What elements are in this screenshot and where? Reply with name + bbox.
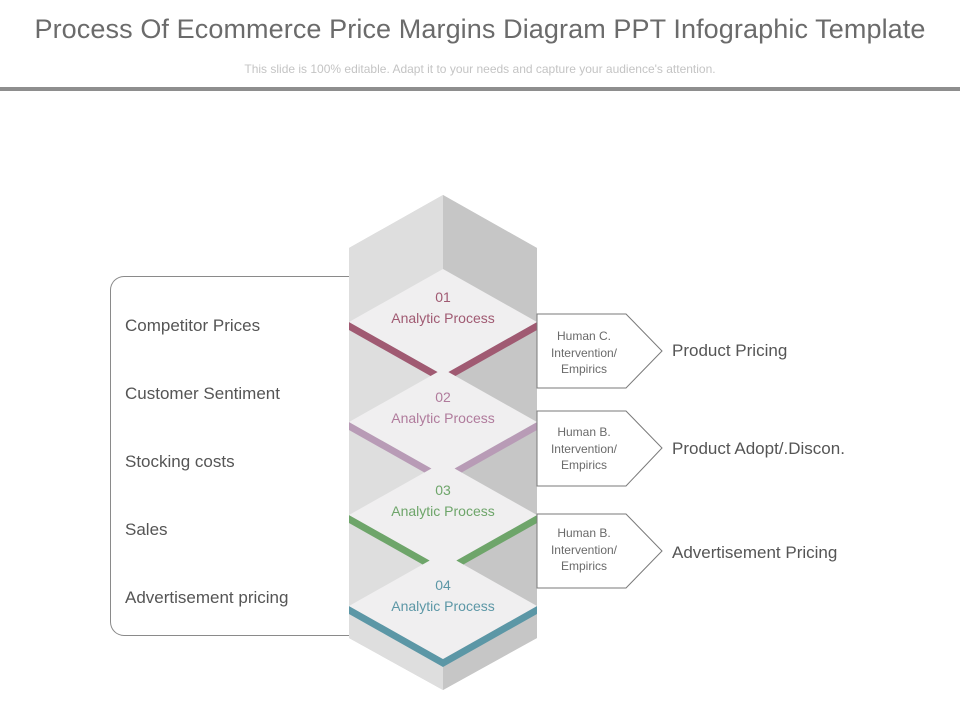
slide-title: Process Of Ecommerce Price Margins Diagr…: [34, 14, 926, 44]
arrow-2-line2: Intervention/: [550, 441, 618, 456]
step-01: 01 Analytic Process: [343, 287, 543, 329]
arrow-3-line1: Human B.: [557, 526, 611, 540]
step-01-number: 01: [435, 289, 451, 305]
result-advertisement-pricing: Advertisement Pricing: [672, 543, 838, 562]
step-01-label: Analytic Process: [391, 310, 495, 326]
factors-bracket: [110, 276, 410, 636]
factor-competitor-prices: Competitor Prices: [125, 316, 261, 335]
arrow-shape-3: [536, 513, 663, 589]
arrow-3-text: Human B. Intervention/ Empirics: [538, 525, 630, 575]
step-02-label: Analytic Process: [391, 410, 495, 426]
step-04-number: 04: [435, 577, 451, 593]
step-01-diamond: [349, 269, 537, 375]
result-product-adopt-discon: Product Adopt/.Discon.: [672, 439, 845, 458]
arrow-1-line2: Intervention/: [550, 345, 618, 360]
step-02-diamond: [349, 369, 537, 475]
arrow-1-line1: Human C.: [556, 329, 612, 343]
step-04-diamond: [349, 553, 537, 659]
arrow-2-text: Human B. Intervention/ Empirics: [538, 424, 630, 474]
factor-customer-sentiment: Customer Sentiment: [125, 384, 280, 403]
factor-stocking-costs: Stocking costs: [125, 452, 235, 471]
arrow-shape-2: [536, 410, 663, 487]
step-02: 02 Analytic Process: [343, 387, 543, 429]
result-product-pricing: Product Pricing: [672, 341, 788, 360]
step-04-label: Analytic Process: [391, 598, 495, 614]
step-02-number: 02: [435, 389, 451, 405]
arrow-2-line3: Empirics: [560, 458, 607, 472]
arrow-2-line1: Human B.: [557, 425, 611, 439]
arrow-3-line3: Empirics: [560, 559, 607, 573]
factor-sales: Sales: [125, 520, 168, 539]
step-04: 04 Analytic Process: [343, 575, 543, 617]
arrow-shape-1: [536, 313, 663, 389]
step-03-number: 03: [435, 482, 451, 498]
arrow-1-text: Human C. Intervention/ Empirics: [538, 328, 630, 378]
step-03-label: Analytic Process: [391, 503, 495, 519]
step-03-diamond: [349, 462, 537, 568]
step-03: 03 Analytic Process: [343, 480, 543, 522]
arrow-3-line2: Intervention/: [550, 542, 618, 557]
factor-advertisement-pricing: Advertisement pricing: [125, 588, 289, 607]
slide-subtitle: This slide is 100% editable. Adapt it to…: [244, 62, 716, 76]
title-divider: [0, 87, 960, 91]
arrow-1-line3: Empirics: [560, 362, 607, 376]
